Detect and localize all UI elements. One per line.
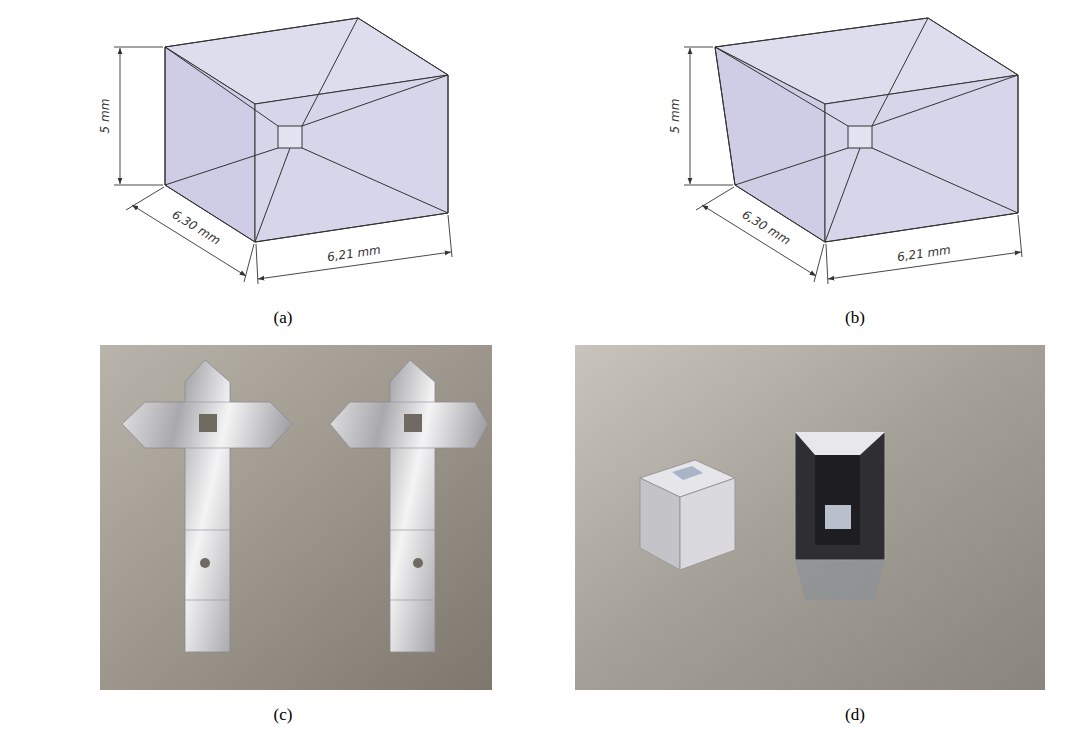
dimension-label: 5 mm bbox=[99, 99, 112, 134]
panel-caption: (b) bbox=[845, 309, 865, 328]
panel-caption: (a) bbox=[274, 309, 293, 328]
photo-nets bbox=[100, 345, 492, 690]
dimension-label: 6,30 mm bbox=[740, 208, 793, 248]
dimension-lines bbox=[114, 47, 452, 284]
panel-caption: (c) bbox=[274, 706, 293, 725]
dimension-lines bbox=[684, 47, 1022, 284]
dimension-label: 5 mm bbox=[669, 99, 682, 134]
panel-caption: (d) bbox=[845, 706, 865, 725]
photo-cubes bbox=[575, 345, 1045, 690]
box-drawing bbox=[165, 18, 448, 242]
frustum-drawing bbox=[715, 18, 1018, 242]
dimension-label: 6,30 mm bbox=[170, 208, 223, 248]
dimension-label: 6,21 mm bbox=[326, 244, 381, 265]
dimension-label: 6,21 mm bbox=[896, 244, 951, 265]
